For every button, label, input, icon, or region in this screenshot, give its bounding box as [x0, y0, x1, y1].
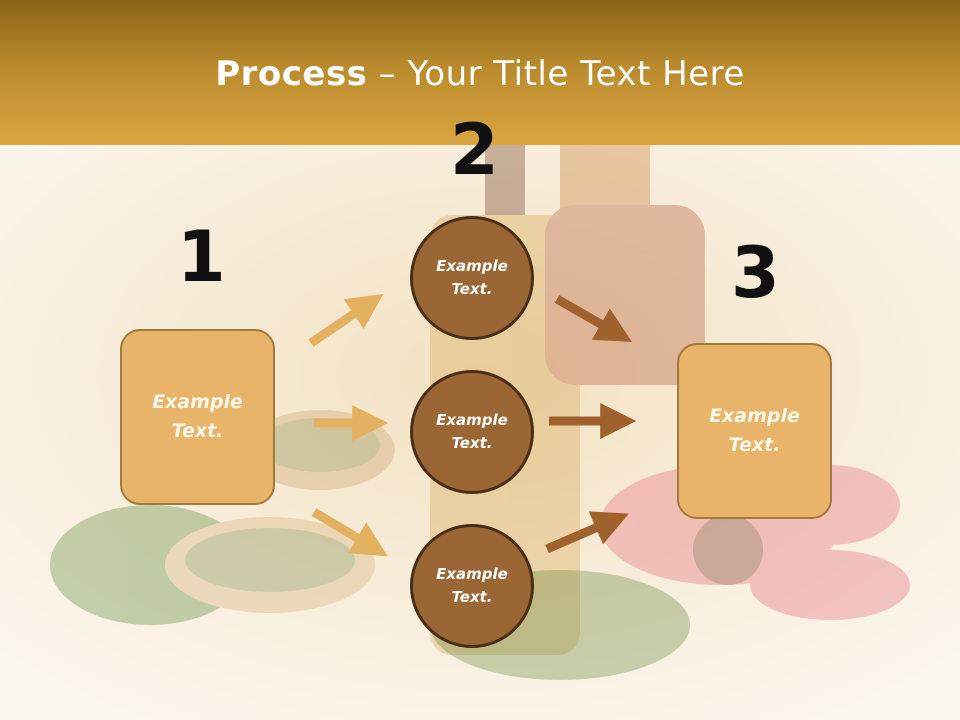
arrow-to-circle-bottom [311, 508, 388, 557]
circle-top[interactable]: Example Text. [410, 216, 534, 340]
left-text-box[interactable]: Example Text. [120, 329, 275, 505]
circle-middle-text: Example Text. [436, 411, 508, 452]
slide-title: Process – Your Title Text Here [0, 54, 960, 94]
arrow-from-circle-bottom [545, 511, 629, 554]
left-box-text: Example Text. [152, 391, 243, 442]
step-number-2: 2 [450, 109, 499, 191]
circle-middle[interactable]: Example Text. [410, 370, 534, 494]
title-bold: Process [215, 54, 368, 94]
arrow-from-circle-top [554, 295, 633, 343]
arrow-to-circle-top [308, 293, 384, 347]
step-number-3: 3 [731, 232, 780, 314]
circle-bottom-text: Example Text. [436, 565, 508, 606]
right-box-text: Example Text. [709, 405, 800, 456]
right-text-box[interactable]: Example Text. [677, 343, 832, 519]
step-number-1: 1 [177, 216, 226, 298]
title-rest: – Your Title Text Here [367, 54, 745, 94]
title-banner [0, 0, 960, 145]
circle-top-text: Example Text. [436, 257, 508, 298]
circle-bottom[interactable]: Example Text. [410, 524, 534, 648]
